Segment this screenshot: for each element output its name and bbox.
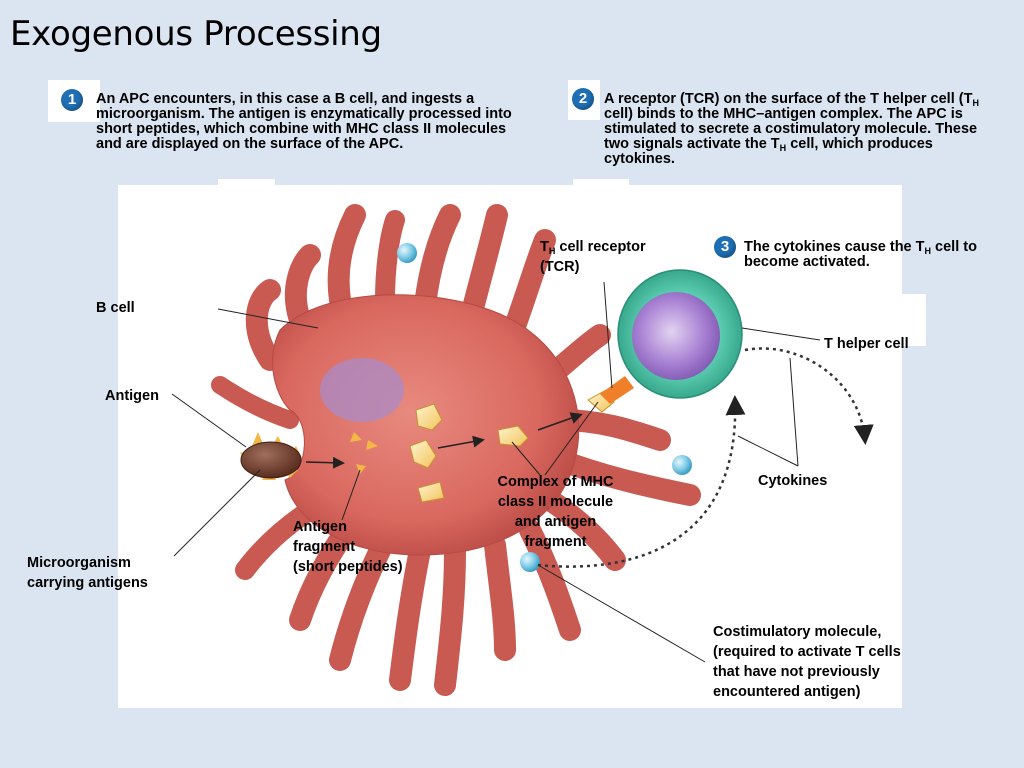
step-3-badge: 3 [714, 236, 736, 258]
b-cell-nucleus [320, 358, 404, 422]
page-title: Exogenous Processing [10, 14, 382, 54]
label-cytokines: Cytokines [758, 473, 828, 489]
panel-notch-2 [573, 179, 629, 187]
antigen-fragments [350, 432, 378, 474]
bead-2 [672, 455, 692, 475]
label-tcr: TH cell receptor(TCR) [540, 239, 646, 275]
costimulatory-bead [520, 552, 540, 572]
step-3-text: The cytokines cause the TH cell to becom… [744, 239, 977, 270]
tcr [600, 376, 634, 404]
panel-notch-1 [218, 179, 275, 187]
bead-1 [397, 243, 417, 263]
step-2-text: A receptor (TCR) on the surface of the T… [604, 91, 979, 167]
label-t-helper-cell: T helper cell [824, 336, 909, 352]
step-1-text: An APC encounters, in this case a B cell… [96, 91, 512, 152]
t-helper-cell [617, 269, 743, 399]
label-costimulatory: Costimulatory molecule,(required to acti… [713, 624, 901, 700]
microorganism [240, 432, 302, 480]
step-2-badge: 2 [572, 88, 594, 110]
label-b-cell: B cell [96, 300, 135, 316]
panel-extension [900, 294, 926, 346]
label-antigen: Antigen [105, 388, 159, 404]
step-1-badge: 1 [61, 89, 83, 111]
